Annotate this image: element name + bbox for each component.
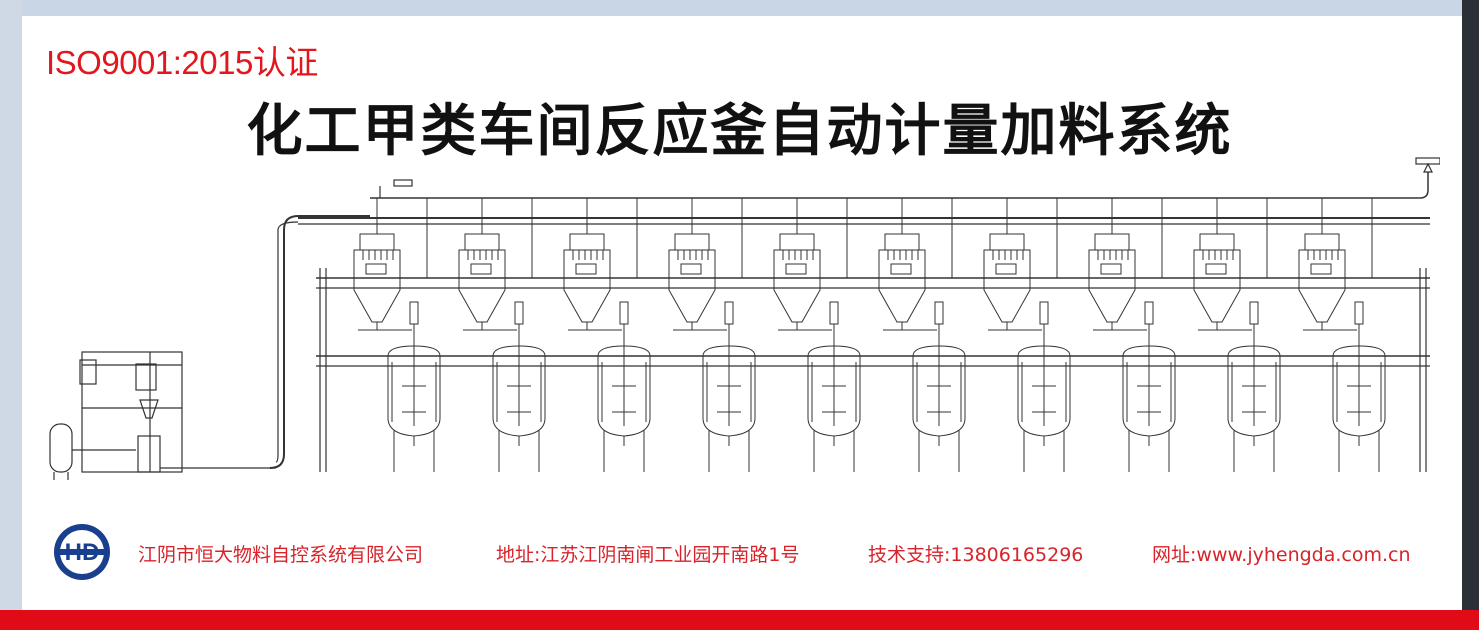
small-tank-2 xyxy=(135,363,157,391)
banner-panel xyxy=(22,16,1462,610)
reactor-vessel xyxy=(1227,345,1281,437)
hopper-label xyxy=(575,263,597,275)
vent-label-box xyxy=(1415,157,1440,165)
process-diagram xyxy=(49,157,1440,480)
reactor-unit xyxy=(983,198,1071,472)
company-logo: HD xyxy=(54,524,110,580)
footer-company: 江阴市恒大物料自控系统有限公司 xyxy=(138,544,424,566)
hopper-label xyxy=(365,263,387,275)
filter-head xyxy=(884,233,920,251)
reactor-vessel xyxy=(702,345,756,437)
left-edge xyxy=(0,0,22,630)
reactor-unit xyxy=(1088,198,1176,472)
filter-head xyxy=(569,233,605,251)
reactor-vessel xyxy=(597,345,651,437)
agitator-motor xyxy=(1144,301,1154,325)
hopper xyxy=(1088,249,1136,323)
reactor-vessel xyxy=(1332,345,1386,437)
hopper xyxy=(458,249,506,323)
hopper xyxy=(983,249,1031,323)
reactor-vessel xyxy=(1017,345,1071,437)
filter-head xyxy=(1199,233,1235,251)
reactor-unit xyxy=(353,198,441,472)
reactor-vessel xyxy=(912,345,966,437)
certification-label: ISO9001:2015认证 xyxy=(46,44,318,81)
reactor-unit xyxy=(668,198,756,472)
footer-website: 网址:www.jyhengda.com.cn xyxy=(1152,544,1411,566)
mixer-tank xyxy=(137,435,161,473)
agitator-motor xyxy=(409,301,419,325)
agitator-motor xyxy=(514,301,524,325)
reactor-unit xyxy=(1193,198,1281,472)
reactor-unit xyxy=(563,198,651,472)
filter-head xyxy=(359,233,395,251)
hopper xyxy=(1298,249,1346,323)
reactor-unit xyxy=(1298,198,1386,472)
hopper-label xyxy=(890,263,912,275)
filter-head xyxy=(674,233,710,251)
skid-frame xyxy=(81,351,183,473)
small-tank-1 xyxy=(79,359,97,385)
reactor-vessel xyxy=(807,345,861,437)
hopper xyxy=(1193,249,1241,323)
agitator-motor xyxy=(934,301,944,325)
hopper xyxy=(563,249,611,323)
hopper-label xyxy=(1100,263,1122,275)
hopper xyxy=(353,249,401,323)
reactor-unit xyxy=(773,198,861,472)
filter-head xyxy=(1094,233,1130,251)
agitator-motor xyxy=(619,301,629,325)
page-title: 化工甲类车间反应釜自动计量加料系统 xyxy=(246,99,1233,164)
agitator-motor xyxy=(829,301,839,325)
hopper-label xyxy=(470,263,492,275)
filter-head xyxy=(1304,233,1340,251)
top-strip xyxy=(0,0,1479,18)
air-tank xyxy=(49,423,73,473)
pipe-label-box xyxy=(393,179,413,187)
logo-text: HD xyxy=(65,539,100,566)
reactor-vessel xyxy=(492,345,546,437)
agitator-motor xyxy=(724,301,734,325)
agitator-motor xyxy=(1249,301,1259,325)
hopper xyxy=(878,249,926,323)
hopper-label xyxy=(1205,263,1227,275)
reactor-vessel xyxy=(387,345,441,437)
footer-address: 地址:江苏江阴南闸工业园开南路1号 xyxy=(496,544,800,566)
footer-support: 技术支持:13806165296 xyxy=(868,544,1084,566)
hopper-label xyxy=(1310,263,1332,275)
filter-head xyxy=(989,233,1025,251)
hopper xyxy=(773,249,821,323)
hopper-label xyxy=(680,263,702,275)
filter-head xyxy=(779,233,815,251)
agitator-motor xyxy=(1354,301,1364,325)
reactor-vessel xyxy=(1122,345,1176,437)
agitator-motor xyxy=(1039,301,1049,325)
hopper-label xyxy=(995,263,1017,275)
hopper-label xyxy=(785,263,807,275)
hopper xyxy=(668,249,716,323)
filter-head xyxy=(464,233,500,251)
reactor-unit xyxy=(878,198,966,472)
reactor-unit xyxy=(458,198,546,472)
bottom-red-bar xyxy=(0,610,1479,630)
right-edge xyxy=(1462,0,1479,630)
